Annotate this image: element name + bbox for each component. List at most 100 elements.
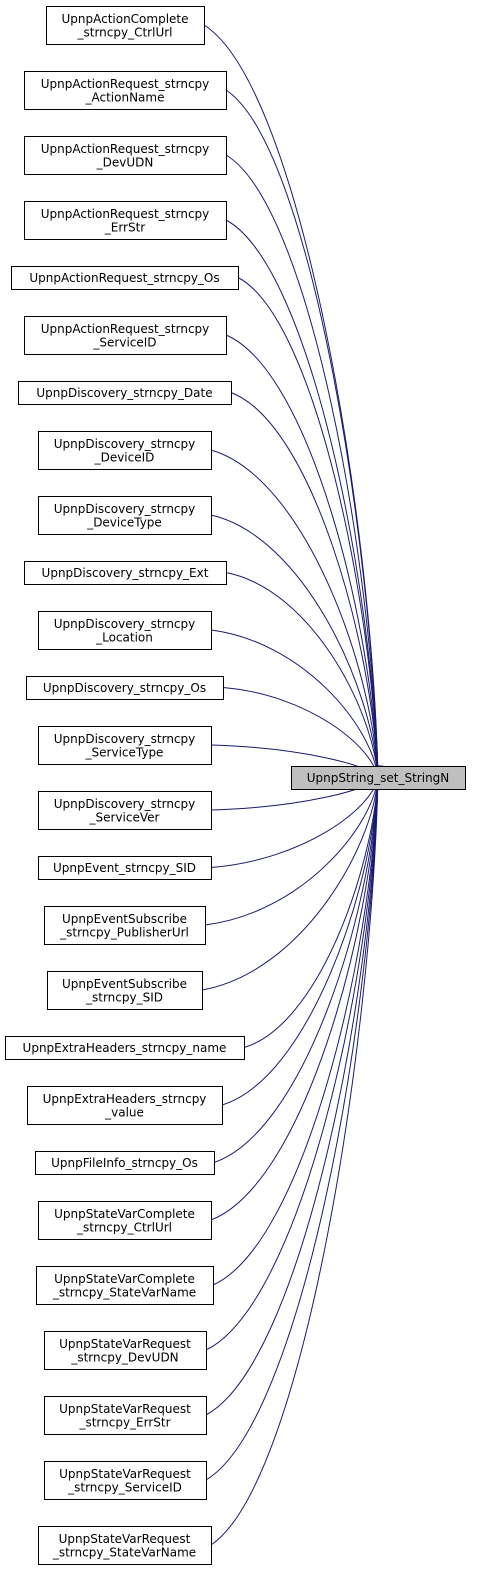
caller-node[interactable]: UpnpExtraHeaders_strncpy_name: [5, 1036, 245, 1060]
edge-line: [212, 777, 379, 1286]
caller-node-label-line: UpnpEventSubscribe: [62, 977, 187, 991]
caller-node[interactable]: UpnpStateVarComplete_strncpy_StateVarNam…: [36, 1266, 214, 1305]
caller-node[interactable]: UpnpActionRequest_strncpy_ActionName: [24, 71, 227, 110]
edge-line: [210, 629, 379, 778]
edge-line: [225, 334, 379, 778]
edge-line: [210, 777, 379, 1221]
call-edge: [210, 449, 383, 779]
caller-node-label-line: UpnpActionRequest_strncpy: [41, 322, 210, 336]
caller-node[interactable]: UpnpActionRequest_strncpy_Os: [11, 266, 239, 290]
caller-node-label-line: _ServiceType: [85, 745, 164, 759]
caller-node[interactable]: UpnpActionRequest_strncpy_DevUDN: [24, 136, 227, 175]
caller-node-box: [38, 1526, 212, 1565]
caller-node-label-line: _DevUDN: [96, 155, 154, 169]
caller-node-box: [46, 6, 205, 45]
caller-node-box: [44, 1396, 207, 1435]
caller-node[interactable]: UpnpStateVarRequest_strncpy_DevUDN: [44, 1331, 207, 1370]
caller-node[interactable]: UpnpEventSubscribe_strncpy_SID: [47, 971, 203, 1010]
caller-node-label-line: UpnpDiscovery_strncpy_Date: [36, 386, 212, 400]
target-node-box: [291, 766, 466, 790]
caller-node-label-line: _value: [104, 1105, 144, 1119]
edge-line: [225, 154, 379, 778]
caller-node-box: [47, 971, 203, 1010]
target-node[interactable]: UpnpString_set_StringN: [291, 766, 466, 790]
edge-line: [225, 89, 379, 778]
call-edge: [210, 514, 383, 779]
call-edge: [210, 776, 383, 1546]
caller-node[interactable]: UpnpEvent_strncpy_SID: [38, 856, 212, 880]
caller-node-label-line: _strncpy_CtrlUrl: [76, 1220, 172, 1234]
caller-node-label-line: UpnpActionRequest_strncpy: [41, 142, 210, 156]
caller-node-label-line: UpnpActionRequest_strncpy_Os: [29, 271, 219, 285]
call-edge: [213, 776, 383, 1163]
edge-line: [204, 777, 379, 926]
caller-node[interactable]: UpnpDiscovery_strncpy_Os: [26, 676, 224, 700]
caller-node-label-line: UpnpEventSubscribe: [62, 912, 187, 926]
caller-node-label-line: _ServiceVer: [89, 810, 160, 824]
caller-node-label-line: _strncpy_ErrStr: [78, 1415, 170, 1429]
call-edge: [225, 89, 383, 779]
caller-node[interactable]: UpnpStateVarRequest_strncpy_ErrStr: [44, 1396, 207, 1435]
caller-node-box: [35, 1151, 215, 1175]
caller-node-label-line: UpnpDiscovery_strncpy_Ext: [42, 566, 209, 580]
caller-node-box: [18, 381, 232, 405]
caller-node[interactable]: UpnpStateVarRequest_strncpy_StateVarName: [38, 1526, 212, 1565]
caller-node-box: [26, 676, 224, 700]
caller-node-label-line: UpnpStateVarRequest: [59, 1532, 191, 1546]
edge-line: [225, 219, 379, 778]
caller-node-box: [38, 856, 212, 880]
edge-line: [205, 777, 379, 1416]
caller-node-box: [36, 1266, 214, 1305]
caller-node[interactable]: UpnpStateVarRequest_strncpy_ServiceID: [44, 1461, 207, 1500]
caller-node-label-line: UpnpFileInfo_strncpy_Os: [51, 1156, 198, 1170]
caller-node-label-line: UpnpActionComplete: [61, 12, 188, 26]
caller-node-label-line: _strncpy_SID: [85, 990, 163, 1004]
caller-node[interactable]: UpnpDiscovery_strncpy_Location: [38, 611, 212, 650]
caller-node-label-line: UpnpActionRequest_strncpy: [41, 77, 210, 91]
caller-node[interactable]: UpnpDiscovery_strncpy_ServiceType: [38, 726, 212, 765]
edge-line: [205, 777, 379, 1481]
caller-node-box: [38, 431, 212, 470]
caller-node-box: [24, 136, 227, 175]
caller-node-label-line: UpnpDiscovery_strncpy_Os: [43, 681, 206, 695]
caller-node[interactable]: UpnpActionRequest_strncpy_ErrStr: [24, 201, 227, 240]
edge-line: [222, 687, 379, 778]
caller-node[interactable]: UpnpDiscovery_strncpy_Date: [18, 381, 232, 405]
caller-node-box: [38, 726, 212, 765]
caller-node-label-line: _Location: [95, 630, 153, 644]
caller-node[interactable]: UpnpDiscovery_strncpy_DeviceType: [38, 496, 212, 535]
caller-node-box: [24, 71, 227, 110]
caller-node-box: [44, 906, 206, 945]
call-edge: [205, 776, 383, 1481]
caller-node-label-line: UpnpExtraHeaders_strncpy_name: [23, 1041, 227, 1055]
edge-line: [210, 777, 379, 1546]
caller-node-label-line: _strncpy_StateVarName: [52, 1285, 196, 1299]
caller-node[interactable]: UpnpEventSubscribe_strncpy_PublisherUrl: [44, 906, 206, 945]
caller-node-box: [24, 561, 227, 585]
caller-node-label-line: UpnpExtraHeaders_strncpy: [43, 1092, 207, 1106]
caller-node-box: [38, 496, 212, 535]
caller-node-label-line: UpnpStateVarRequest: [59, 1402, 191, 1416]
caller-node[interactable]: UpnpExtraHeaders_strncpy_value: [27, 1086, 223, 1125]
edge-line: [201, 777, 379, 991]
call-edge: [204, 776, 382, 926]
caller-node[interactable]: UpnpActionRequest_strncpy_ServiceID: [24, 316, 227, 355]
caller-node[interactable]: UpnpDiscovery_strncpy_Ext: [24, 561, 227, 585]
edge-line: [210, 777, 379, 868]
caller-node-label-line: UpnpStateVarComplete: [54, 1272, 195, 1286]
call-edge: [205, 776, 383, 1351]
target-node-label-line: UpnpString_set_StringN: [307, 771, 450, 785]
caller-node[interactable]: UpnpDiscovery_strncpy_DeviceID: [38, 431, 212, 470]
caller-node[interactable]: UpnpStateVarComplete_strncpy_CtrlUrl: [38, 1201, 212, 1240]
caller-node-label-line: _ServiceID: [92, 335, 156, 349]
edge-line: [205, 777, 379, 1351]
caller-node-label-line: UpnpDiscovery_strncpy: [54, 437, 196, 451]
caller-node-label-line: _strncpy_ServiceID: [67, 1480, 182, 1494]
caller-node[interactable]: UpnpDiscovery_strncpy_ServiceVer: [38, 791, 212, 830]
caller-node-label-line: _strncpy_DevUDN: [70, 1350, 178, 1364]
caller-node-label-line: _ActionName: [85, 90, 165, 104]
caller-node[interactable]: UpnpActionComplete_strncpy_CtrlUrl: [46, 6, 205, 45]
caller-node-label-line: UpnpActionRequest_strncpy: [41, 207, 210, 221]
caller-node[interactable]: UpnpFileInfo_strncpy_Os: [35, 1151, 215, 1175]
